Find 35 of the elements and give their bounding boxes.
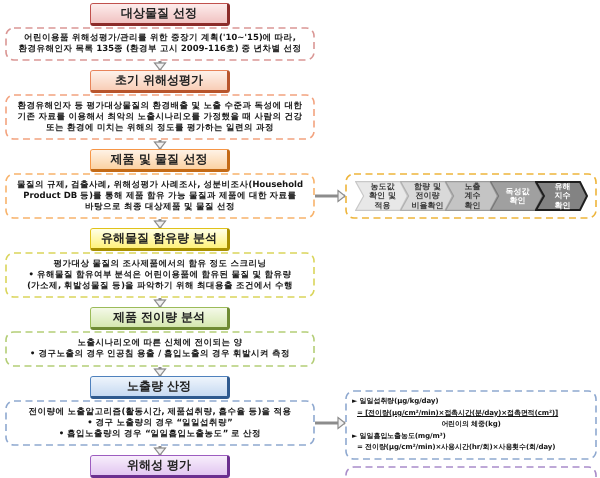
description-text: 노출시나리오에 따른 신체에 전이되는 양: [78, 338, 242, 349]
dashed-box: [5, 94, 315, 140]
chevron-step: 농도값 확인 및 적용: [355, 181, 408, 211]
bullet-text: • 경구 노출량의 경우 “일일섭취량”: [87, 418, 233, 428]
description-text: 평가대상 물질의 조사제품에서의 함유 정도 스크리닝: [54, 258, 266, 270]
dashed-box: [5, 252, 315, 298]
bullet-text: • 유해물질 함유여부 분석은 어린이용품에 함유된 물질 및 함유량(가소제, 휘발성물질 등)을 파악하기 위해 최대용출 조건에서 수행: [26, 270, 294, 292]
bullet-text: • 흡입노출량의 경우 “일일흡입노출농도” 로 산정: [58, 428, 262, 440]
description-text: 환경유해인자 등 평가대상물질의 환경배출 및 노출 수준과 독성에 대한 기존 자료를 이용해서 최악의 노출시나리오를 가정했을 때 사람의 건강 또는 환경에 미치는 위해의 정도를 평가하는 일련의 과정: [16, 100, 304, 134]
arrow: [154, 367, 166, 377]
description-text: 전이량에 노출알고리즘(활동시간, 제품섭취량, 흡수율 등)을 적용: [28, 406, 292, 418]
dashed-box: [5, 173, 315, 219]
step-box: 노출량 산정: [90, 376, 230, 399]
arrow: [154, 140, 166, 150]
bullet-text: • 경구노출의 경우 인공침 용출 / 흡입노출의 경우 휘발시켜 측정: [30, 349, 290, 360]
step-box: 위해성 평가: [90, 455, 230, 478]
description-text: 어린이용품 위해성평가/관리를 위한 중장기 계획('10~'15)에 따라, 환경유해인자 목록 135종 (환경부 고시 2009-116호) 중 년차별 선정: [17, 33, 303, 55]
arrow: [154, 298, 166, 308]
arrow: [154, 219, 166, 229]
step-box: 유해물질 함유량 분석: [90, 228, 230, 251]
arrow: [154, 61, 166, 71]
dashed-box: [5, 331, 315, 367]
dashed-box: [5, 27, 315, 61]
dashed-box: [345, 173, 597, 219]
dashed-box: [345, 390, 597, 460]
description-text: 물질의 규제, 검출사례, 위해성평가 사례조사, 성분비조사(Household Product DB 등)를 통해 제품 함유 가능 물질과 제품에 대한 자료를 바탕으로 최종 대상제품 및 물질 선정: [16, 180, 304, 212]
dashed-box: [5, 400, 315, 446]
arrow: [315, 416, 346, 430]
step-box: 대상물질 선정: [90, 3, 230, 26]
arrow: [315, 190, 346, 202]
step-box: 제품 및 물질 선정: [90, 149, 230, 172]
arrow: [154, 446, 166, 456]
chevron-step: 유해 지수 확인: [535, 181, 588, 211]
step-box: 초기 위해성평가: [90, 70, 230, 93]
step-box: 제품 전이량 분석: [90, 307, 230, 330]
